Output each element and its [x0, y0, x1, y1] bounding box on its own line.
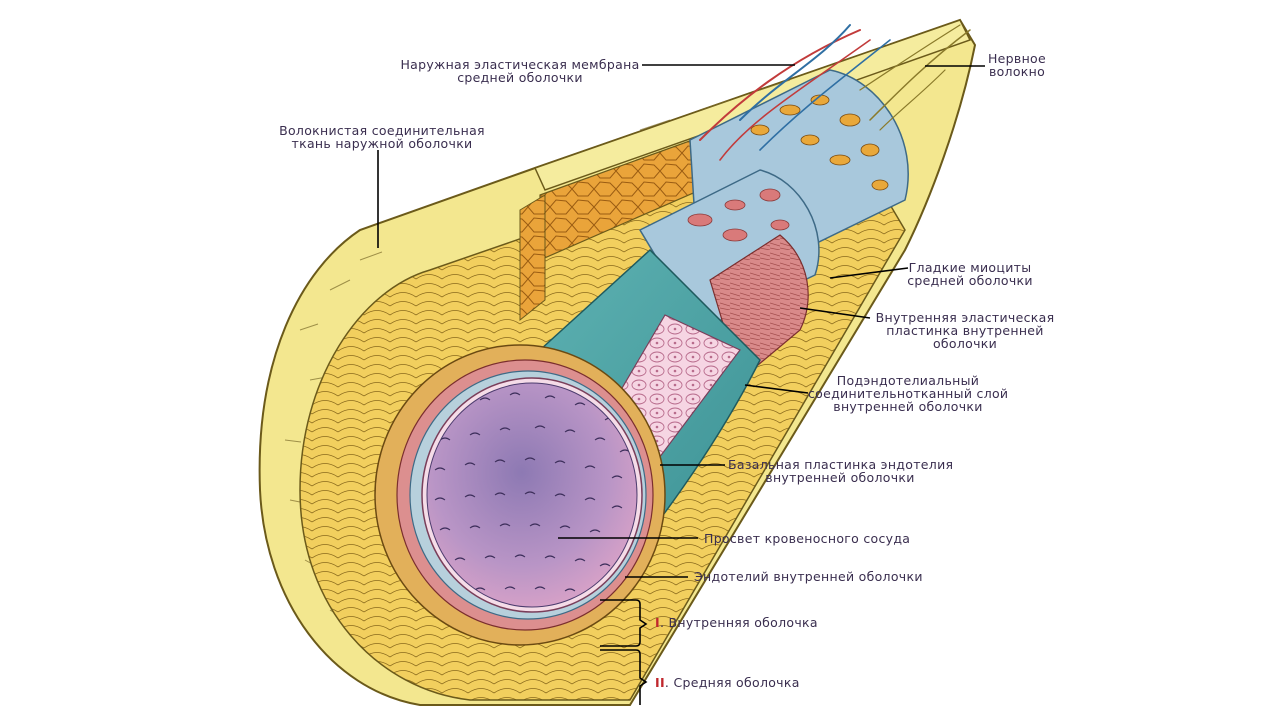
label-endothelium: Эндотелий внутренней оболочки	[694, 570, 923, 583]
label-basal-lamina: Базальная пластинка эндотелия внутренней…	[728, 457, 954, 485]
label-inner-elastic-line1: Внутренняя эластическая	[875, 310, 1055, 325]
label-outer-elastic-line1: Наружная эластическая мембрана	[400, 57, 640, 72]
label-nerve-line2: волокно	[988, 64, 1046, 79]
label-tunica-intima: I. Внутренняя оболочка	[655, 616, 818, 629]
label-nerve-line1: Нервное	[987, 51, 1046, 66]
label-subendo-line3: внутренней оболочки	[833, 399, 983, 414]
label-tunica-intima-numeral: I	[655, 615, 660, 630]
label-tunica-media-numeral: II	[655, 675, 665, 690]
label-inner-elastic-line3: оболочки	[932, 336, 998, 351]
label-fibrous-line2: ткань наружной оболочки	[291, 136, 473, 151]
label-outer-elastic-membrane: Наружная эластическая мембрана средней о…	[400, 58, 640, 84]
label-smooth-line1: Гладкие миоциты	[908, 260, 1032, 275]
label-fibrous-line1: Волокнистая соединительная	[279, 123, 485, 138]
label-smooth-myocytes: Гладкие миоциты средней оболочки	[905, 261, 1035, 287]
label-tunica-intima-text: . Внутренняя оболочка	[659, 615, 818, 630]
label-lumen: Просвет кровеносного сосуда	[704, 532, 910, 545]
label-endothelium-text: Эндотелий внутренней оболочки	[694, 569, 923, 584]
label-fibrous-tissue: Волокнистая соединительная ткань наружно…	[278, 124, 486, 150]
label-subendothelial-layer: Подэндотелиальный соединительнотканный с…	[808, 374, 1008, 413]
label-lumen-text: Просвет кровеносного сосуда	[704, 531, 911, 546]
label-tunica-media: II. Средняя оболочка	[655, 676, 800, 689]
label-outer-elastic-line2: средней оболочки	[457, 70, 583, 85]
label-smooth-line2: средней оболочки	[907, 273, 1033, 288]
label-inner-elastic-lamina: Внутренняя эластическая пластинка внутре…	[872, 311, 1058, 350]
label-nerve-fiber: Нервное волокно	[985, 52, 1049, 78]
label-basal-line2: внутренней оболочки	[765, 470, 915, 485]
label-subendo-line1: Подэндотелиальный	[836, 373, 980, 388]
label-tunica-media-text: . Средняя оболочка	[664, 675, 800, 690]
lumen	[426, 382, 638, 608]
label-inner-elastic-line2: пластинка внутренней	[886, 323, 1044, 338]
label-basal-line1: Базальная пластинка эндотелия	[728, 457, 954, 472]
label-subendo-line2: соединительнотканный слой	[808, 386, 1009, 401]
